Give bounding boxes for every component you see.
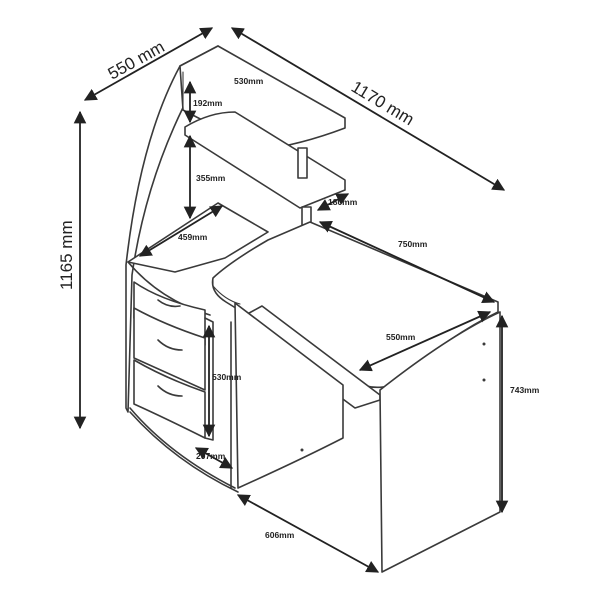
modesty-panel <box>234 302 344 489</box>
label-height-overall: 1165 mm <box>57 220 76 290</box>
dimension-lines <box>73 27 509 573</box>
label-shelf-top-width: 530mm <box>234 76 264 86</box>
drawer-handle-middle <box>157 339 183 351</box>
label-drawer-width: 207mm <box>196 451 226 461</box>
label-desk-height: 743mm <box>510 385 540 395</box>
drawer-handle-bottom <box>157 385 183 397</box>
label-shelf-gap-mid: 355mm <box>196 173 226 183</box>
label-drawer-height: 530mm <box>212 372 242 382</box>
label-post-spacing: 180mm <box>328 197 358 207</box>
drawer-handle-top <box>157 299 181 308</box>
label-desk-top-width: 750mm <box>398 239 428 249</box>
shelf-post-upper <box>297 147 308 179</box>
label-desk-top-depth: 550mm <box>386 332 416 342</box>
desk-drawing <box>125 45 501 573</box>
label-depth-overall: 550 mm <box>105 37 168 83</box>
label-cabinet-top-depth: 459mm <box>178 232 208 242</box>
label-shelf-gap-top: 192mm <box>193 98 223 108</box>
label-legroom-width: 606mm <box>265 530 295 540</box>
